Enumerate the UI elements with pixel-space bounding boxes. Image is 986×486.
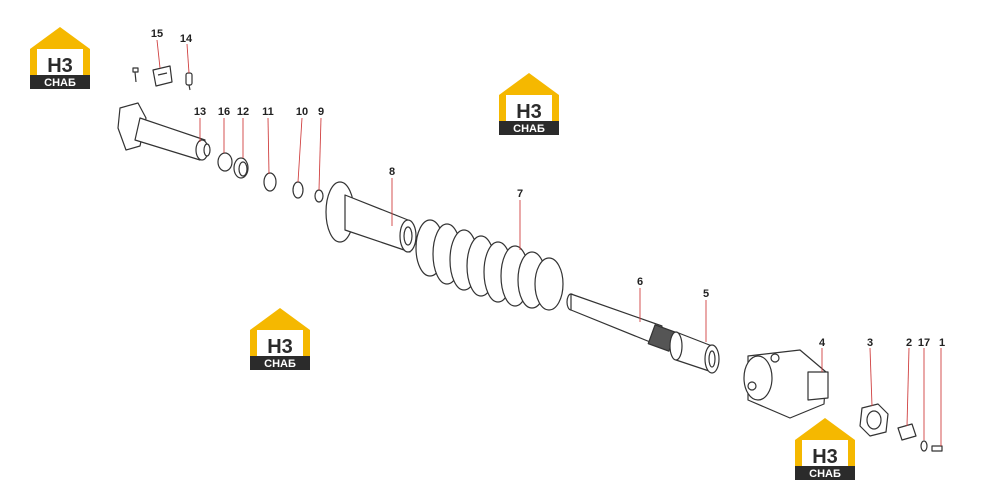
logo-wordmark: СНАБ <box>264 358 296 370</box>
callout-9: 9 <box>318 106 324 118</box>
part-ring-11 <box>263 172 277 192</box>
part-block <box>897 423 917 441</box>
logo-watermark: H3 СНАБ <box>795 418 855 480</box>
callout-4: 4 <box>819 337 826 349</box>
callout-17: 17 <box>918 337 930 349</box>
part-bolt <box>931 445 943 452</box>
leader-lines <box>156 39 942 446</box>
callout-6: 6 <box>637 276 643 288</box>
logo-watermark: H3 СНАБ <box>499 73 559 135</box>
callout-14: 14 <box>180 33 193 45</box>
logo-monogram: H3 <box>47 55 73 77</box>
logo-wordmark: СНАБ <box>513 123 545 135</box>
callout-11: 11 <box>262 106 274 118</box>
part-bushing-12 <box>233 157 249 179</box>
part-yoke-housing <box>743 349 829 419</box>
logo-watermark: H3 СНАБ <box>250 308 310 370</box>
logo-monogram: H3 <box>516 101 542 123</box>
callout-labels: 15 14 13 16 12 11 10 9 8 7 6 5 4 3 2 17 … <box>151 28 945 349</box>
callout-1: 1 <box>939 337 945 349</box>
callout-5: 5 <box>703 288 709 300</box>
logo-monogram: H3 <box>812 446 838 468</box>
part-rod <box>566 293 677 352</box>
callout-16: 16 <box>218 106 230 118</box>
logo-watermark: H3 СНАБ <box>30 27 90 89</box>
logo-monogram: H3 <box>267 336 293 358</box>
part-yoke-shaft <box>117 102 211 161</box>
callout-2: 2 <box>906 337 912 349</box>
part-o-ring-9 <box>314 189 324 203</box>
part-washer-17 <box>920 440 928 452</box>
callout-7: 7 <box>517 188 523 200</box>
logo-wordmark: СНАБ <box>44 77 76 89</box>
callout-13: 13 <box>194 106 206 118</box>
callout-10: 10 <box>296 106 308 118</box>
logo-wordmark: СНАБ <box>809 468 841 480</box>
part-grease-fitting <box>185 72 193 91</box>
part-sleeve <box>669 331 720 374</box>
part-spring <box>415 219 564 311</box>
part-ring-16 <box>217 152 233 172</box>
callout-12: 12 <box>237 106 249 118</box>
callout-8: 8 <box>389 166 395 178</box>
part-ring-10 <box>292 181 304 199</box>
callout-3: 3 <box>867 337 873 349</box>
part-nut <box>859 403 889 437</box>
part-small-bolt <box>132 67 139 83</box>
callout-15: 15 <box>151 28 163 40</box>
part-flanged-cylinder <box>325 181 417 253</box>
part-clip <box>152 65 173 87</box>
